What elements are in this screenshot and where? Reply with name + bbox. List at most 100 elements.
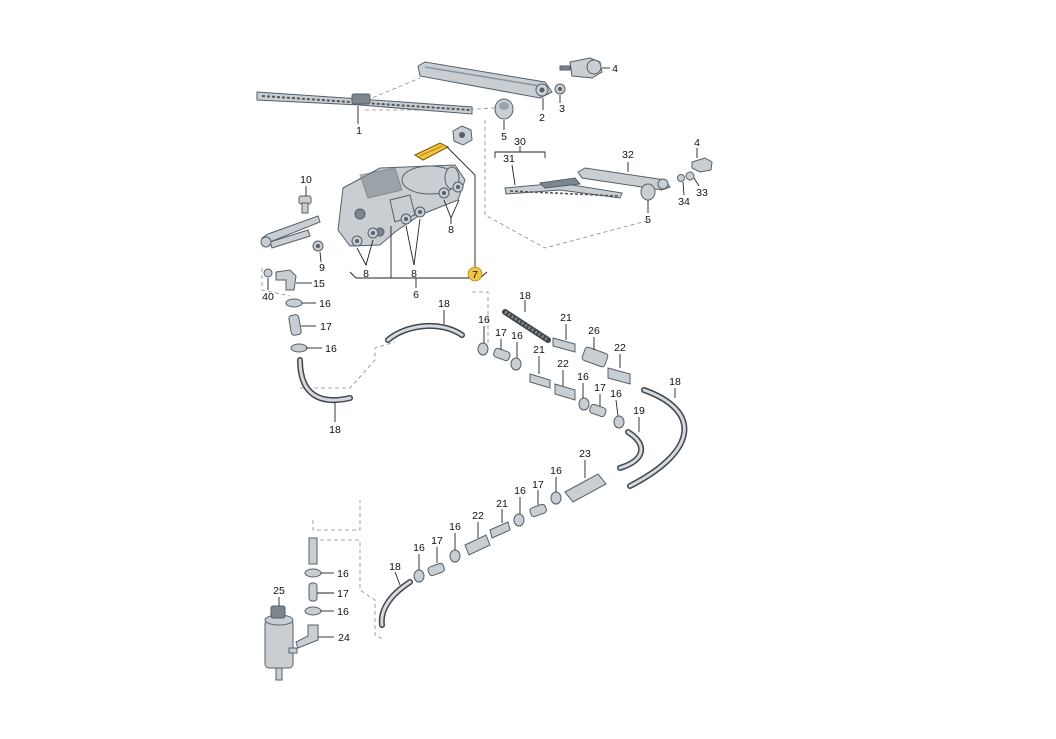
hose-right-19	[617, 429, 645, 471]
callout-7: 7	[472, 269, 478, 281]
callout-16-e: 16	[577, 371, 589, 383]
callout-7-highlight	[467, 266, 483, 282]
callout-2: 2	[539, 112, 545, 124]
callout-4-rear: 4	[694, 137, 700, 149]
callout-16-j: 16	[413, 542, 425, 554]
callout-40: 40	[262, 291, 274, 303]
nut-part-9	[312, 240, 324, 252]
callout-18-left: 18	[329, 424, 341, 436]
clamp-16-bottom-a	[304, 568, 322, 578]
clamp-16-left-a	[285, 298, 303, 308]
leader-lines	[267, 67, 700, 638]
fitting-connector-22-a	[607, 367, 631, 385]
clamp-16-left-b	[290, 343, 308, 353]
wiper-arm-rear	[577, 167, 671, 191]
connector-part-40	[263, 268, 273, 278]
callout-22-b: 22	[557, 358, 569, 370]
callout-21-c: 21	[496, 498, 508, 510]
callout-8-right: 8	[448, 224, 454, 236]
callout-labels: 1 2 3 4 5 30 31 32 4 33 34 5 10 9 8 8 8 …	[262, 63, 708, 644]
washer-nozzle-top	[559, 57, 603, 79]
fitting-clamp-16-a	[477, 342, 489, 356]
callout-30: 30	[514, 136, 526, 148]
callout-15: 15	[313, 278, 325, 290]
nut-part-3	[554, 83, 566, 95]
callout-9: 9	[319, 262, 325, 274]
callout-19: 19	[633, 405, 645, 417]
cover-cap-front	[494, 98, 514, 120]
callout-25: 25	[273, 585, 285, 597]
fitting-connector-21-a	[552, 337, 576, 353]
callout-10: 10	[300, 174, 312, 186]
highlighted-shaft-part-7	[413, 142, 450, 161]
fitting-clamp-16-i	[449, 549, 461, 563]
callout-5-rear: 5	[645, 214, 651, 226]
callout-33: 33	[696, 187, 708, 199]
callout-17-c: 17	[594, 382, 606, 394]
fitting-connector-22-c	[464, 534, 491, 556]
fitting-clamp-16-h	[513, 513, 525, 527]
bushing-group	[351, 181, 464, 247]
callout-21-a: 21	[560, 312, 572, 324]
pipe-vertical-top	[308, 537, 318, 565]
callout-24: 24	[338, 632, 350, 644]
callout-16-f: 16	[610, 388, 622, 400]
callout-16-left-a: 16	[319, 298, 331, 310]
callout-22-a: 22	[614, 342, 626, 354]
callout-18-ribbed: 18	[519, 290, 531, 302]
hose-left-curve	[297, 357, 353, 404]
hose-lower-left	[378, 579, 413, 628]
callout-17-b: 17	[495, 327, 507, 339]
washer-nozzle-rear	[691, 157, 713, 173]
callout-16-d: 16	[511, 330, 523, 342]
fitting-connector-21-c	[489, 521, 511, 539]
fitting-connector-21-b	[529, 373, 551, 389]
callout-16-k: 16	[337, 568, 349, 580]
fitting-hose-17-a	[493, 347, 511, 362]
clamp-16-bottom-b	[304, 606, 322, 616]
fitting-hose-17-c	[589, 403, 607, 418]
fitting-clamp-16-f	[613, 415, 625, 429]
linkage-rod	[260, 215, 321, 249]
gear-seal	[452, 125, 473, 146]
callout-17-f: 17	[337, 588, 349, 600]
callout-16-g: 16	[550, 465, 562, 477]
wiper-blade-front	[256, 91, 473, 115]
callout-4-top: 4	[612, 63, 618, 75]
callout-18-top: 18	[438, 298, 450, 310]
fitting-connector-22-b	[554, 383, 576, 401]
callout-8-middle: 8	[411, 268, 417, 280]
callout-22-c: 22	[472, 510, 484, 522]
fitting-hose-17-e	[427, 562, 445, 577]
hose-top-segment	[385, 322, 465, 343]
fitting-clamp-16-e	[578, 397, 590, 411]
elbow-connector-24	[295, 624, 319, 649]
fitting-clamp-16-j	[413, 569, 425, 583]
fitting-sleeve-26	[581, 346, 609, 368]
bolt-part-10	[298, 195, 312, 214]
washer-pump-25	[264, 605, 298, 681]
hose-piece-17-bottom	[308, 582, 318, 602]
wiper-blade-rear	[504, 177, 623, 199]
hose-right-long	[627, 387, 688, 489]
fitting-hose-17-d	[529, 503, 547, 518]
callout-5-front: 5	[501, 131, 507, 143]
fitting-valve-23	[564, 473, 607, 503]
callout-16-l: 16	[337, 606, 349, 618]
callout-16-h: 16	[514, 485, 526, 497]
wiper-arm-front	[417, 61, 553, 99]
washer-part-34	[677, 174, 685, 182]
callout-6: 6	[413, 289, 419, 301]
callout-16-left-b: 16	[325, 343, 337, 355]
cover-cap-rear	[640, 183, 656, 201]
callout-18-bottom: 18	[389, 561, 401, 573]
callout-31: 31	[503, 153, 515, 165]
callout-17-e: 17	[431, 535, 443, 547]
hose-piece-17-left	[288, 314, 302, 336]
callout-16-i: 16	[449, 521, 461, 533]
callout-18-right: 18	[669, 376, 681, 388]
callout-16-c: 16	[478, 314, 490, 326]
elbow-connector-part-15	[275, 269, 297, 291]
hose-upper-ribbed	[502, 309, 551, 343]
